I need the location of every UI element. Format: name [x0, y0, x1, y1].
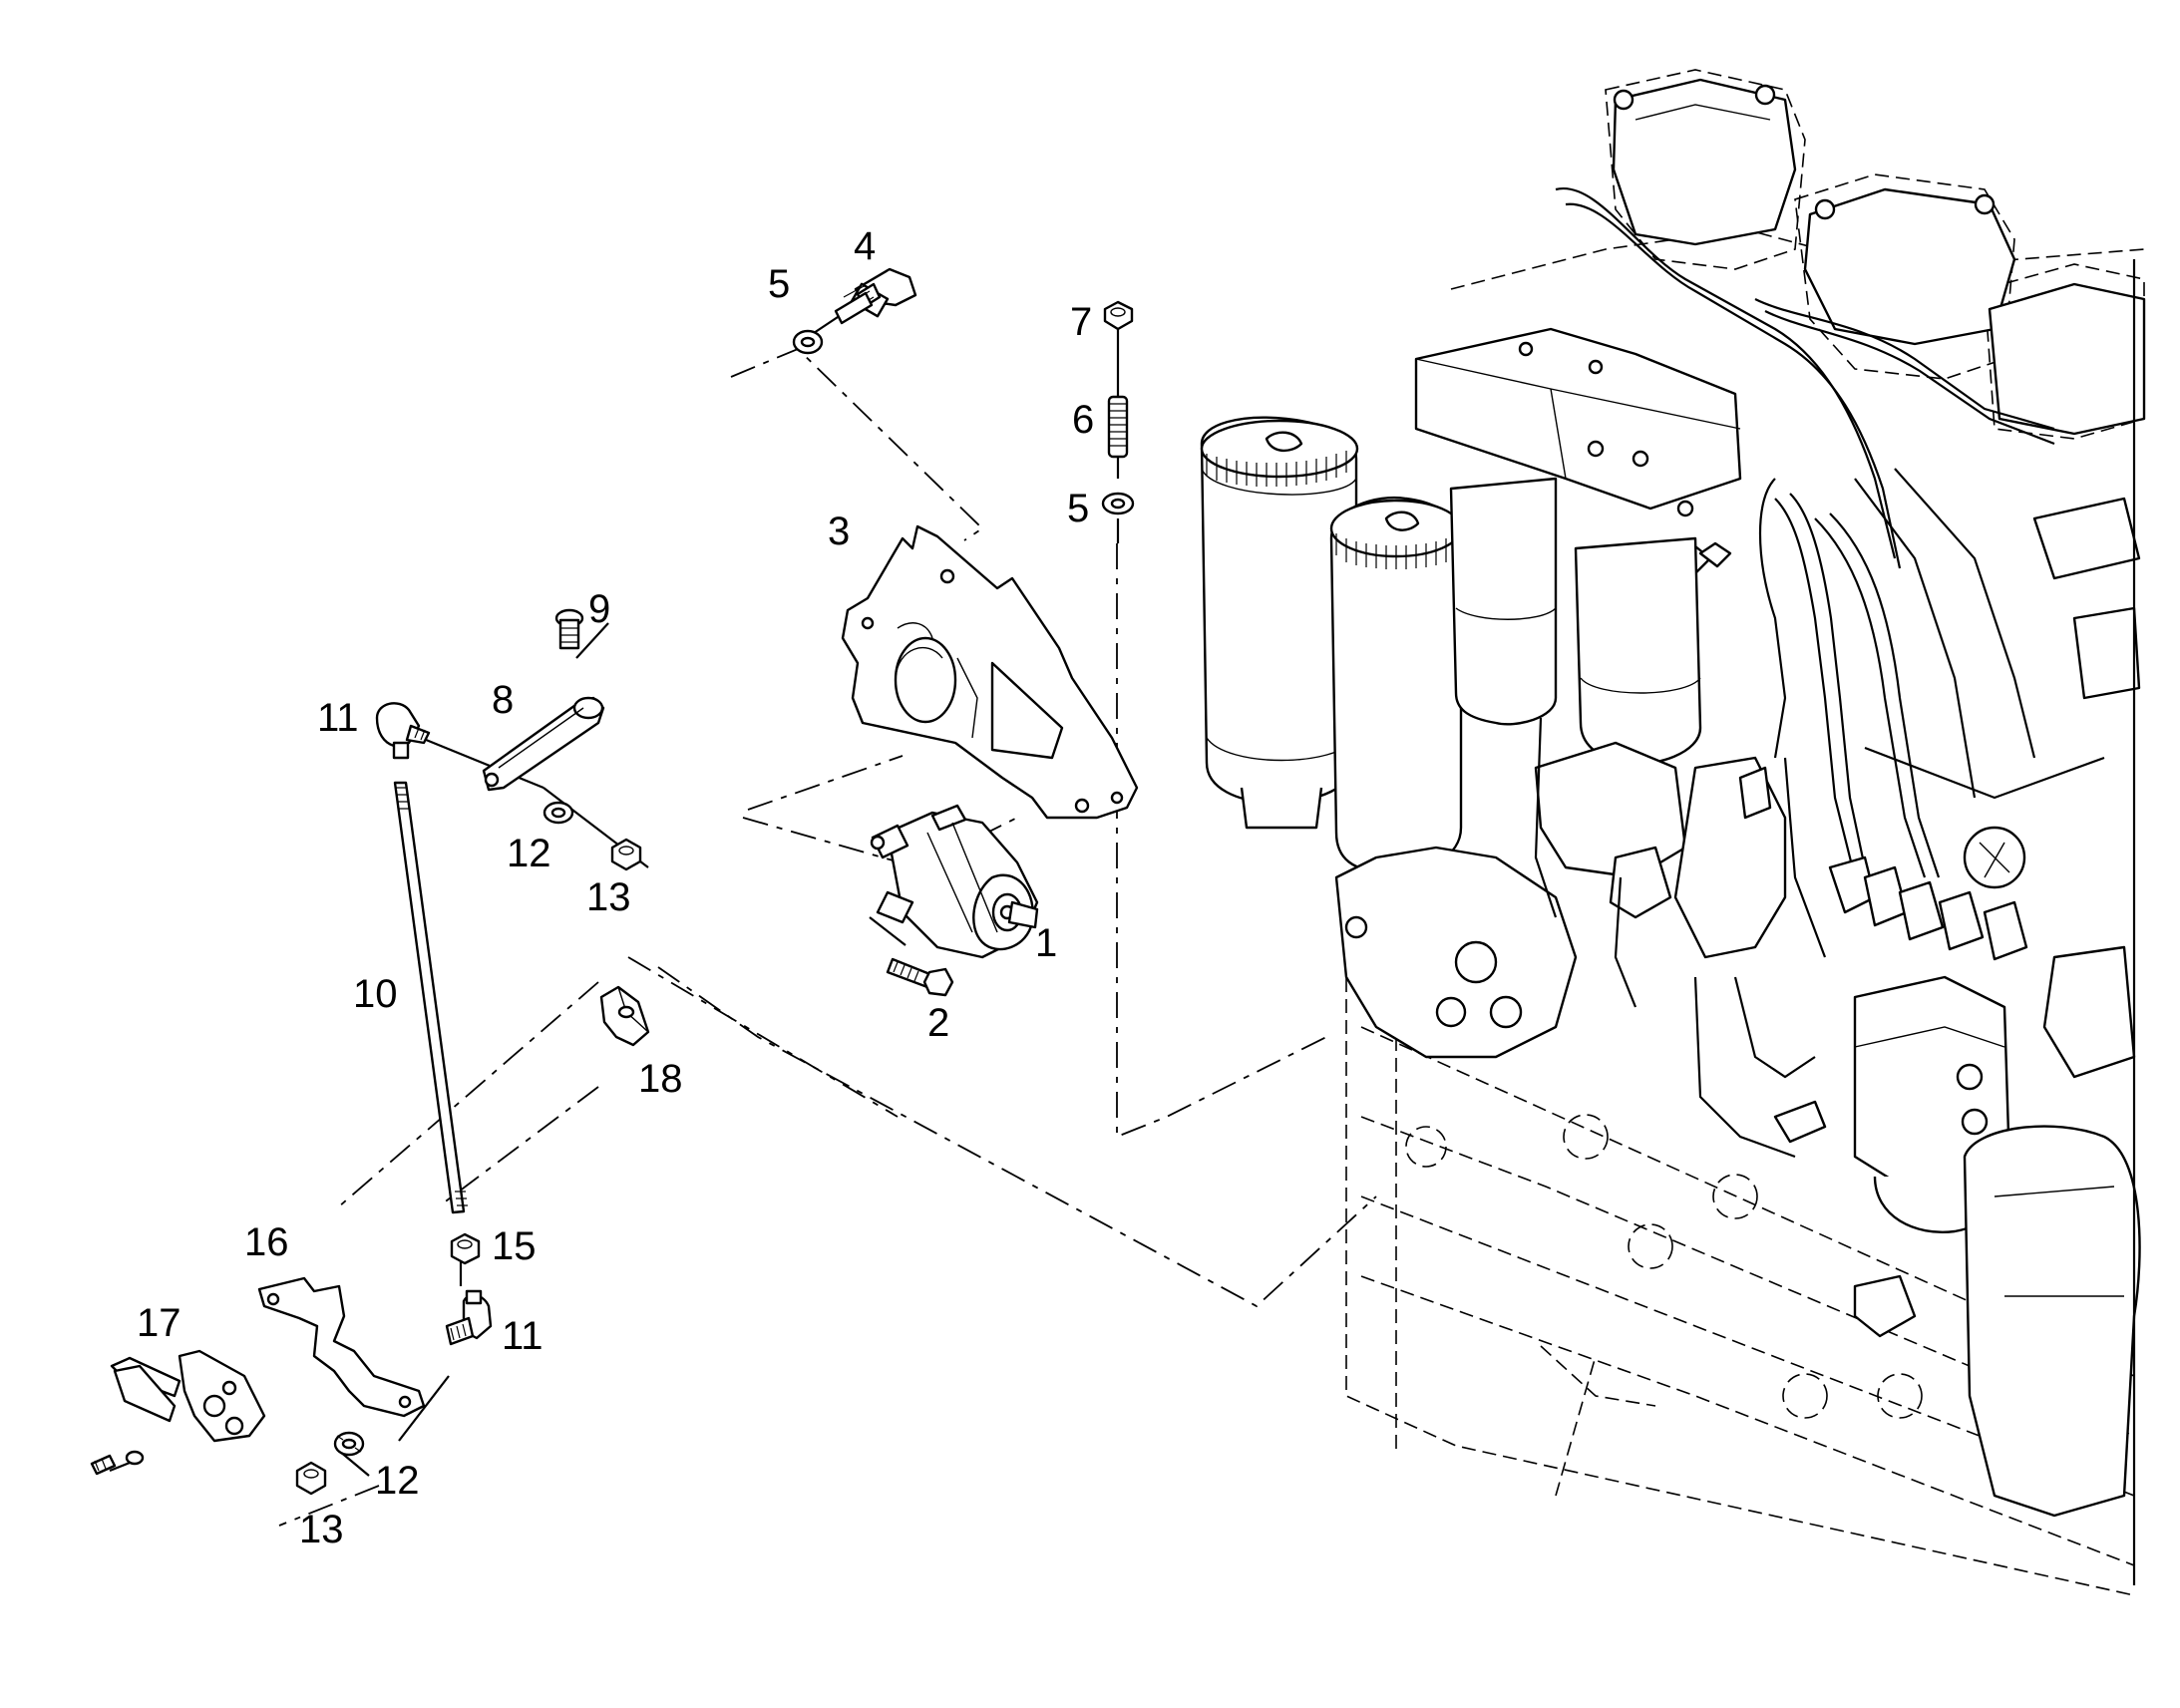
- callout-11-lower: 11: [502, 1314, 544, 1358]
- part-1-actuator: [870, 804, 1039, 959]
- callout-7: 7: [1070, 300, 1092, 344]
- part-6-stud: [1107, 395, 1129, 459]
- part-5-washer-stud: [1101, 492, 1135, 515]
- part-18-block: [599, 985, 650, 1047]
- part-17-clamp: [90, 1349, 266, 1476]
- callout-10: 10: [353, 972, 398, 1016]
- callout-13-upper: 13: [586, 875, 631, 919]
- part-13-nut-upper: [610, 838, 642, 871]
- part-3-bracket: [841, 524, 1139, 820]
- callout-3: 3: [828, 510, 850, 553]
- callout-5-lower: 5: [1067, 487, 1089, 530]
- callout-17: 17: [137, 1301, 182, 1345]
- callout-13-lower: 13: [299, 1508, 344, 1551]
- callout-8: 8: [492, 678, 514, 722]
- callout-labels: 1 2 3 4 5 5 6 7 8 9 10 11 11 12 12 13 13…: [137, 224, 1094, 1551]
- callout-15: 15: [492, 1224, 537, 1268]
- callout-5-upper: 5: [768, 262, 790, 306]
- callout-16: 16: [244, 1220, 289, 1264]
- part-4-bolt: [834, 267, 917, 325]
- part-8-lever: [482, 696, 605, 792]
- callout-1: 1: [1035, 921, 1057, 965]
- callout-12-upper: 12: [507, 832, 551, 875]
- callout-2: 2: [927, 1001, 949, 1045]
- part-7-nut: [1103, 300, 1134, 331]
- part-12-washer-lower: [333, 1431, 365, 1457]
- part-11-ball-joint-upper: [375, 702, 431, 760]
- part-13-nut-lower: [295, 1461, 327, 1496]
- callout-6: 6: [1072, 398, 1094, 442]
- callout-9: 9: [588, 587, 610, 631]
- part-5-washer-upper: [792, 329, 824, 355]
- callout-4: 4: [854, 224, 876, 268]
- part-11-ball-joint-lower: [445, 1289, 493, 1346]
- part-12-washer-upper: [543, 801, 574, 825]
- part-9-bolt: [554, 608, 584, 650]
- part-10-rod: [393, 781, 468, 1214]
- callout-11-upper: 11: [317, 696, 359, 740]
- engine-assembly: [1200, 69, 2146, 1596]
- part-15-nut: [450, 1232, 481, 1265]
- callout-12-lower: 12: [375, 1459, 420, 1503]
- part-2-bolt: [886, 957, 954, 997]
- part-16-bracket: [257, 1276, 426, 1418]
- callout-18: 18: [638, 1057, 683, 1101]
